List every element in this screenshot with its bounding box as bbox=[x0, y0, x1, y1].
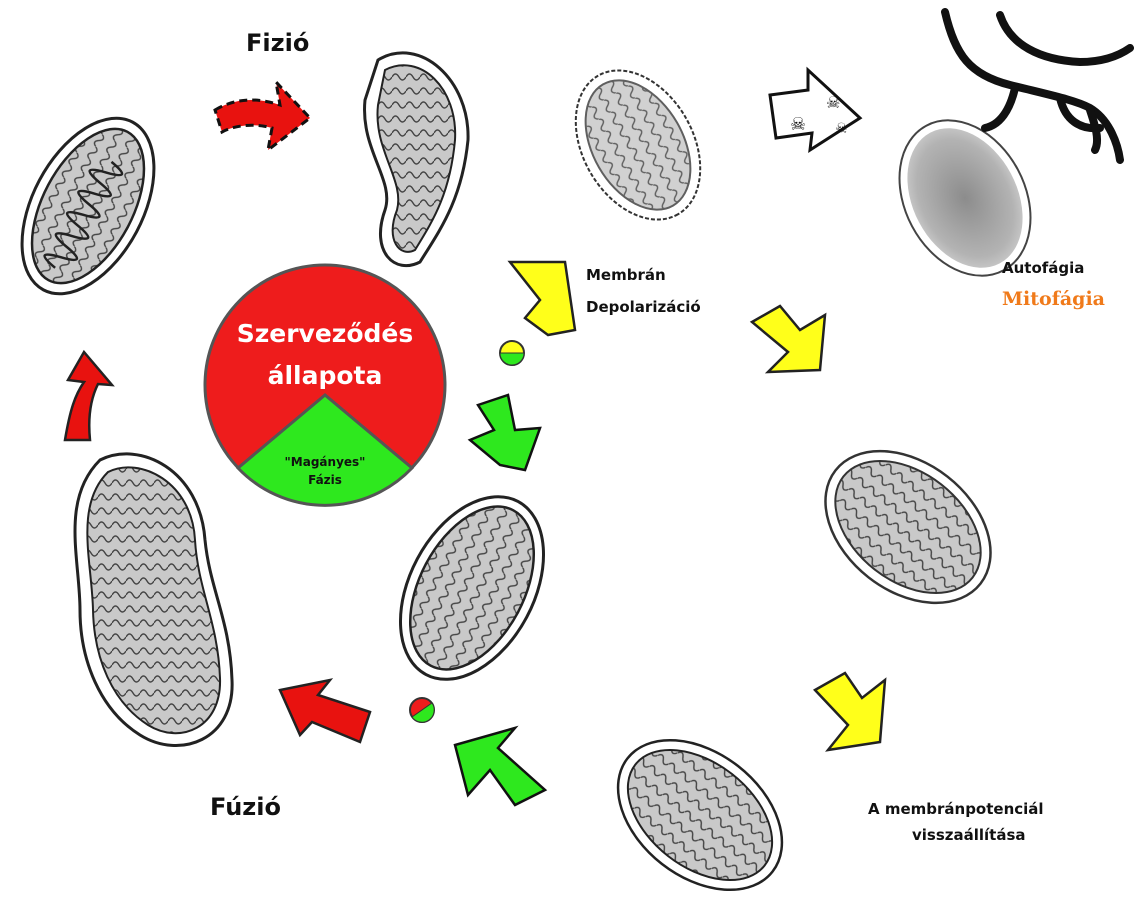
skull-arrow: ☠ ☠ ☠ bbox=[770, 70, 860, 150]
mitochondrion-recovering bbox=[796, 420, 1020, 634]
yellow-arrow-down-right-1 bbox=[752, 306, 825, 372]
circle-title-line2: állapota bbox=[230, 360, 420, 391]
solitary-phase-label-line1: "Magányes" bbox=[270, 455, 380, 470]
circle-title-line1: Szerveződés bbox=[230, 318, 420, 349]
svg-text:☠: ☠ bbox=[790, 114, 806, 135]
mitochondrion-depolarized bbox=[550, 48, 725, 242]
indicator-red-green bbox=[410, 698, 434, 722]
indicator-yellow-green bbox=[500, 341, 524, 365]
solitary-phase-label-line2: Fázis bbox=[270, 473, 380, 488]
autophagy-label: Autofágia bbox=[1002, 259, 1084, 278]
yellow-arrow-down-right-2 bbox=[815, 673, 885, 750]
fusion-arrow bbox=[280, 680, 370, 742]
mitochondrion-solitary bbox=[371, 472, 573, 703]
fission-label: Fizió bbox=[246, 28, 309, 58]
fission-arrow bbox=[215, 82, 310, 150]
restore-potential-label-line2: visszaállítása bbox=[912, 826, 1026, 845]
green-arrow-upleft bbox=[455, 728, 545, 805]
mitochondrion-restored bbox=[589, 710, 810, 899]
membrane-depolarization-label-line2: Depolarizáció bbox=[586, 298, 701, 317]
restore-potential-label-line1: A membránpotenciál bbox=[868, 800, 1044, 819]
yellow-arrow-up bbox=[510, 262, 575, 335]
mitochondrion-healthy-topleft bbox=[0, 96, 181, 315]
green-arrow-down bbox=[470, 395, 540, 470]
svg-text:☠: ☠ bbox=[835, 121, 848, 137]
left-red-arrow bbox=[65, 352, 112, 440]
membrane-depolarization-label-line1: Membrán bbox=[586, 266, 666, 285]
mitophagy-label: Mitofágia bbox=[1002, 288, 1105, 312]
mitochondrion-fused bbox=[75, 454, 232, 746]
mitochondrion-fission bbox=[365, 53, 469, 266]
fusion-label: Fúzió bbox=[210, 792, 281, 822]
svg-text:☠: ☠ bbox=[826, 93, 840, 112]
